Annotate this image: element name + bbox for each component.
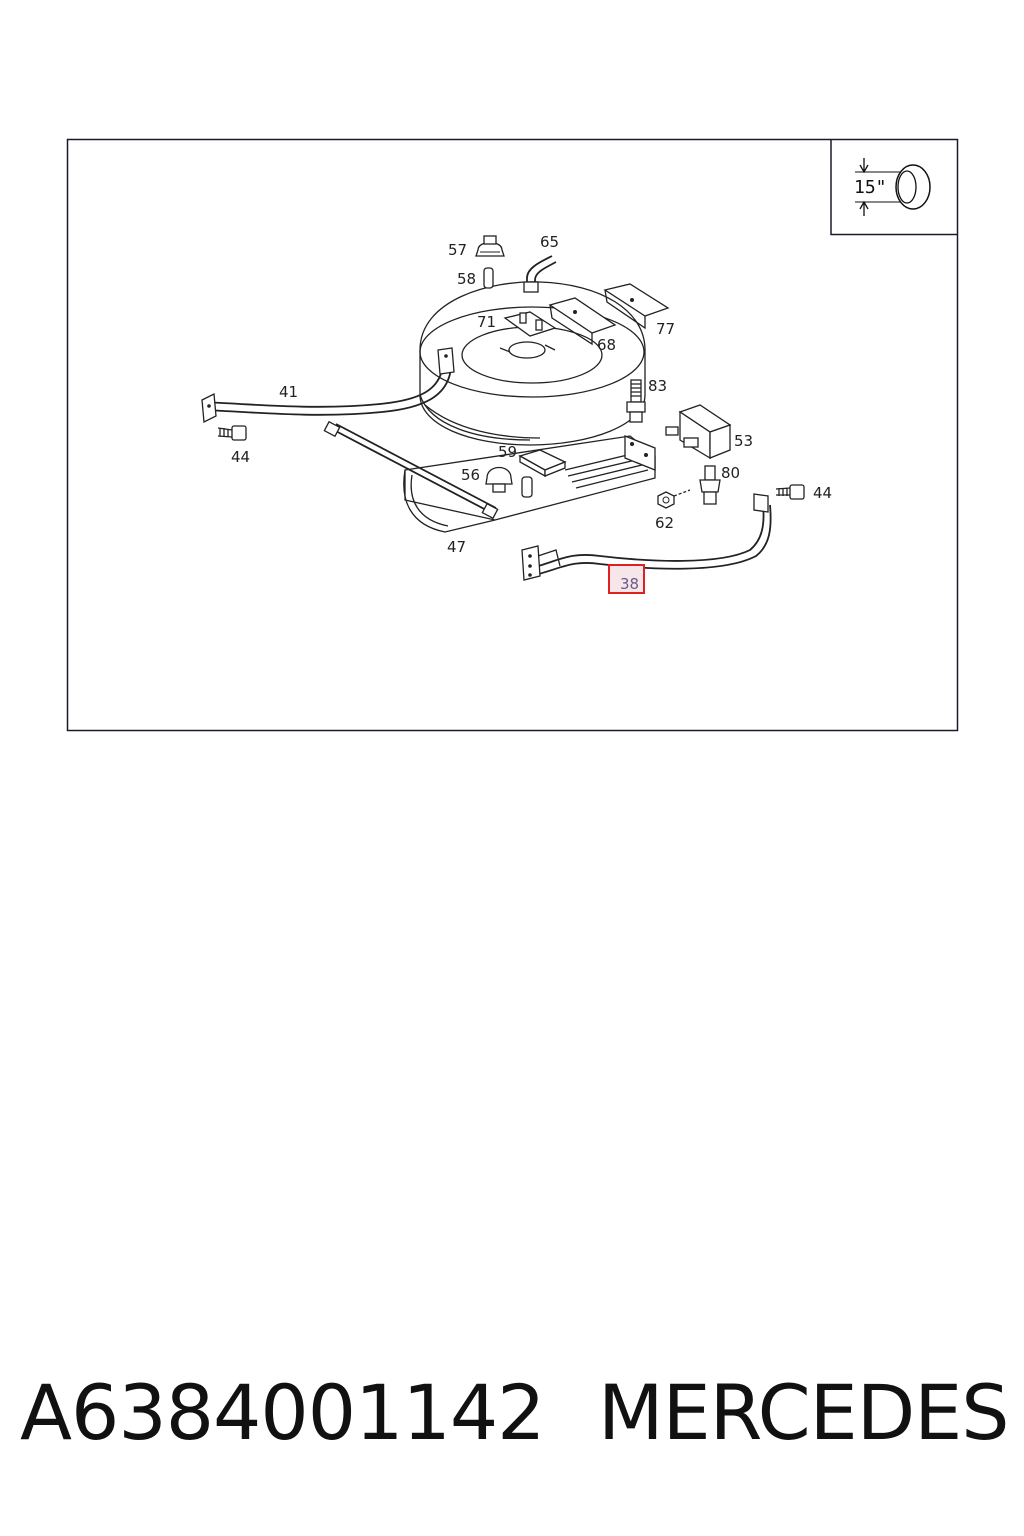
part-44-bolt-left (217, 425, 247, 441)
part-80-pivot (699, 465, 721, 505)
part-59-block (518, 449, 567, 478)
part-62-nut (657, 489, 691, 509)
part-83-stud (626, 379, 646, 423)
part-71-bracket (503, 311, 557, 337)
part-56-pin (521, 476, 533, 498)
callout-44-right[interactable]: 44 (813, 484, 832, 502)
callout-80[interactable]: 80 (721, 464, 740, 482)
tire-size-label: 15" (854, 177, 887, 198)
footer: A6384001142 MERCEDES (0, 1368, 1024, 1478)
part-56-buffer (485, 466, 513, 493)
callout-58[interactable]: 58 (457, 270, 476, 288)
part-58-pin (483, 267, 494, 289)
part-38-strap (521, 493, 772, 581)
callout-44-left[interactable]: 44 (231, 448, 250, 466)
callout-77[interactable]: 77 (656, 320, 675, 338)
callout-83[interactable]: 83 (648, 377, 667, 395)
callout-53[interactable]: 53 (734, 432, 753, 450)
part-53-bracket (665, 404, 732, 460)
part-41-strap (201, 347, 455, 424)
callout-71[interactable]: 71 (477, 313, 496, 331)
part-68-bracket (548, 297, 617, 346)
callout-38-highlight[interactable]: 38 (608, 564, 645, 594)
callout-38[interactable]: 38 (620, 575, 639, 593)
part-77-bracket (603, 283, 670, 330)
brand-name: MERCEDES (598, 1368, 1009, 1457)
diagram-frame (66, 138, 959, 732)
callout-57[interactable]: 57 (448, 241, 467, 259)
part-44-bolt-right (775, 484, 805, 500)
callout-68[interactable]: 68 (597, 336, 616, 354)
tire-size-inset: 15" (830, 139, 958, 236)
callout-56[interactable]: 56 (461, 466, 480, 484)
callout-47[interactable]: 47 (447, 538, 466, 556)
part-number: A6384001142 (20, 1368, 546, 1457)
callout-41[interactable]: 41 (279, 383, 298, 401)
part-65-hose (523, 255, 557, 293)
callout-65[interactable]: 65 (540, 233, 559, 251)
part-57-rubber-buffer (475, 235, 505, 257)
callout-59[interactable]: 59 (498, 443, 517, 461)
callout-62[interactable]: 62 (655, 514, 674, 532)
